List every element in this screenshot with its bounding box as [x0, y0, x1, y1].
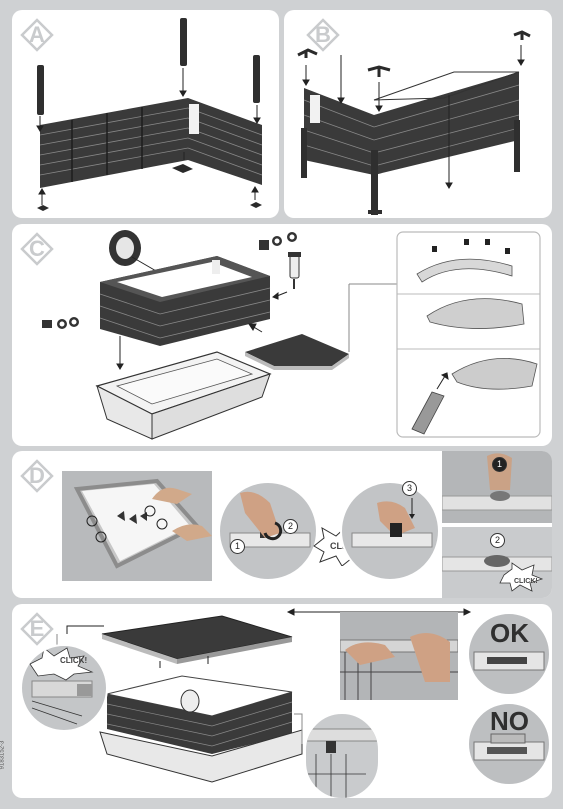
connector-detail-circle: [304, 712, 380, 798]
lid-fitting-photo-illustration: [340, 633, 458, 700]
click-label-right: CLICK!: [514, 578, 538, 585]
section-a-panel: A: [12, 10, 279, 218]
section-badge-d: D: [20, 459, 54, 493]
connector-photo-bottom-illustration: [442, 555, 552, 592]
frame-photo: [62, 471, 212, 581]
section-label-e: E: [29, 616, 45, 641]
no-label: NO: [490, 706, 529, 736]
section-badge-c: C: [20, 232, 54, 266]
panel-c-illustration: [42, 230, 541, 440]
frame-photo-illustration: [73, 478, 212, 569]
lid-click-circle-illustration: [29, 647, 94, 725]
ok-label: OK: [490, 618, 529, 648]
section-e-panel: CLICK! OK NO E: [12, 604, 552, 798]
section-b-panel: B: [284, 10, 552, 218]
panel-a-illustration: [36, 18, 263, 211]
document-code: 9183152-3: [0, 740, 6, 770]
photo-step-number-1: 1: [492, 457, 507, 472]
step-number-1: 1: [230, 539, 245, 554]
section-badge-a: A: [20, 18, 54, 52]
click-label-lid: CLICK!: [60, 656, 88, 665]
section-c-panel: C: [12, 224, 552, 446]
ok-example-circle: [467, 612, 551, 696]
ok-example-illustration: [473, 651, 545, 671]
photo-step-number-2: 2: [490, 533, 505, 548]
no-example-circle: [467, 702, 551, 786]
step-circle-hand-press: [218, 481, 318, 581]
step-number-2: 2: [283, 519, 298, 534]
section-label-d: D: [29, 463, 45, 488]
section-label-c: C: [29, 236, 45, 261]
section-label-b: B: [315, 22, 331, 47]
lid-click-circle: [20, 644, 108, 732]
no-example-illustration: [473, 733, 545, 761]
connector-photo-bottom: [442, 527, 552, 598]
section-badge-e: E: [20, 612, 54, 646]
step-circle-hand-press-illustration: [229, 491, 311, 548]
section-badge-b: B: [306, 18, 340, 52]
step-circle-slide-illustration: [351, 498, 433, 548]
step-number-3: 3: [402, 481, 417, 496]
panel-b-illustration: [297, 30, 531, 215]
section-d-panel: 1 2 CLICK! 3 1 2 CLICK! D: [12, 451, 552, 598]
connector-detail-circle-illustration: [306, 728, 378, 798]
step-circle-slide: [340, 481, 440, 581]
lid-fitting-photo: [340, 612, 458, 700]
section-label-a: A: [29, 22, 45, 47]
